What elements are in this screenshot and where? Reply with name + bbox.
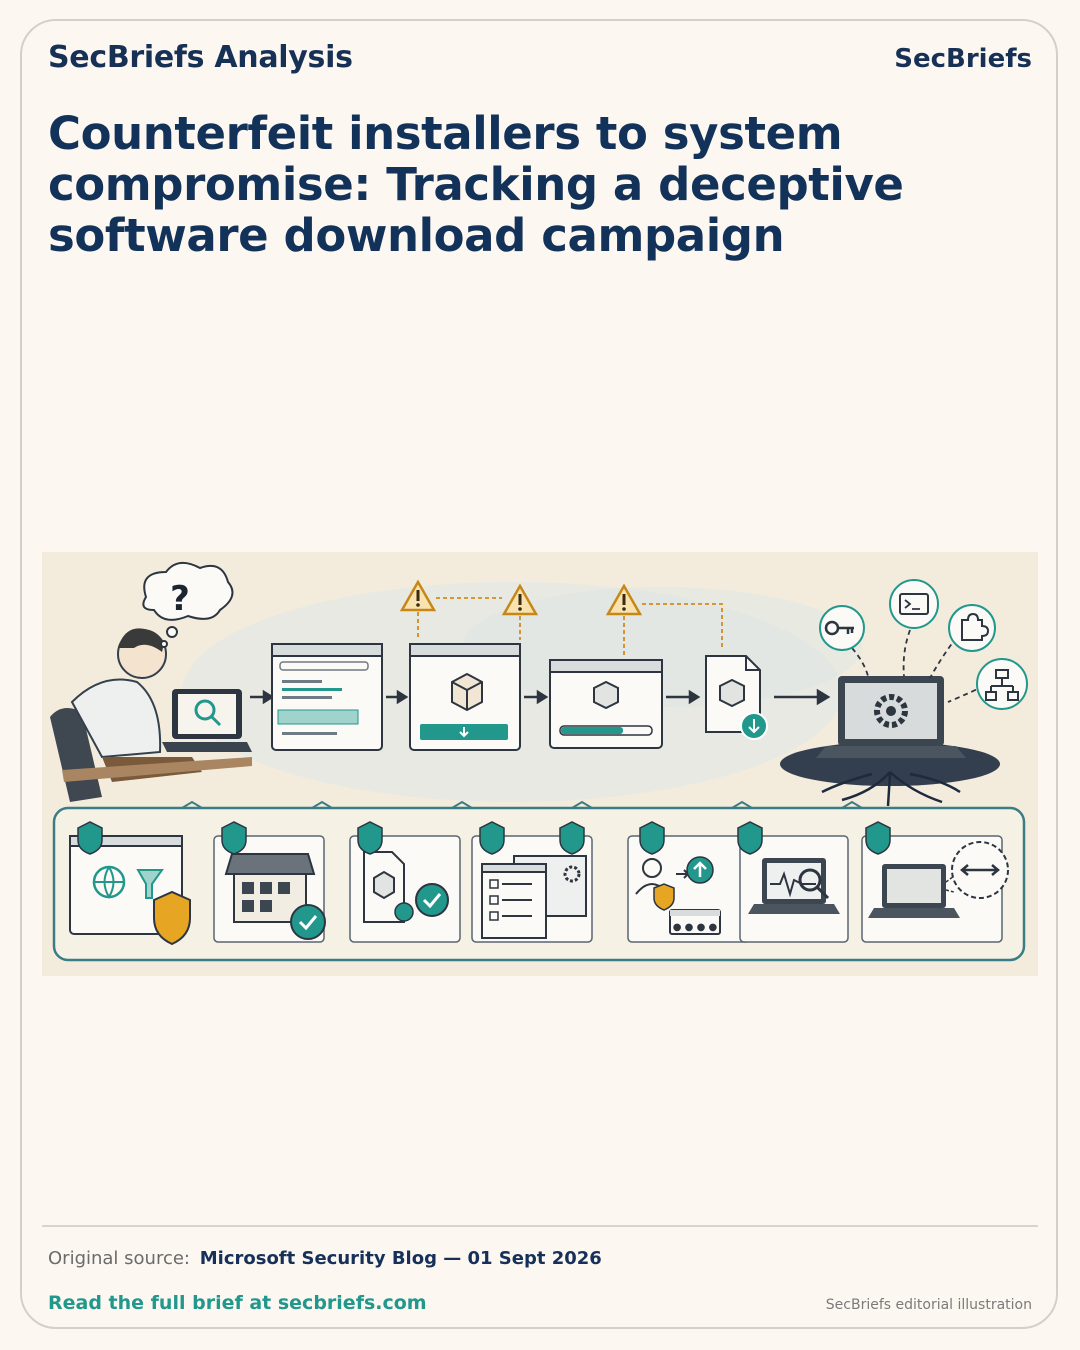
user-privilege-panel-icon: ● ● ● ● <box>627 835 751 943</box>
signed-package-panel-icon <box>349 835 461 943</box>
trusted-store-panel-icon <box>213 835 326 943</box>
downloaded-package-file-icon <box>705 655 768 740</box>
network-isolation-panel-icon <box>861 835 1009 943</box>
editorial-illustration: ? <box>42 552 1038 976</box>
payload-icons <box>819 579 1028 710</box>
web-filtering-panel-icon <box>69 835 191 946</box>
brand-title: SecBriefs Analysis <box>48 40 353 75</box>
warning-icons <box>399 579 723 656</box>
source-label: Original source: <box>48 1248 190 1269</box>
question-mark: ? <box>170 579 190 619</box>
thought-bubble-icon: ? <box>142 561 234 648</box>
footer-divider <box>42 1225 1038 1227</box>
endpoint-monitoring-panel-icon <box>739 835 849 943</box>
search-result-page-icon <box>271 643 383 751</box>
terminal-icon <box>889 579 939 629</box>
app-control-policy-panel-icon <box>471 835 593 943</box>
svg-text:● ● ● ●: ● ● ● ● <box>673 922 718 933</box>
source-value: Microsoft Security Blog — 01 Sept 2026 <box>199 1248 602 1269</box>
article-headline: Counterfeit installers to system comprom… <box>48 107 904 262</box>
brand-logo-text: SecBriefs <box>894 44 1032 74</box>
read-brief-link[interactable]: Read the full brief at secbriefs.com <box>48 1292 427 1314</box>
flow-arrows <box>250 688 831 706</box>
person-at-laptop-icon <box>50 628 252 802</box>
compromised-laptop-icon <box>780 676 1000 807</box>
illustration-credit: SecBriefs editorial illustration <box>825 1297 1032 1313</box>
shield-icons <box>77 821 891 855</box>
puzzle-icon <box>948 604 996 652</box>
source-line: Original source: Microsoft Security Blog… <box>48 1248 602 1269</box>
download-page-icon <box>409 643 521 751</box>
installer-progress-window-icon <box>549 659 663 749</box>
defense-controls-band: ● ● ● ● <box>52 800 1026 962</box>
